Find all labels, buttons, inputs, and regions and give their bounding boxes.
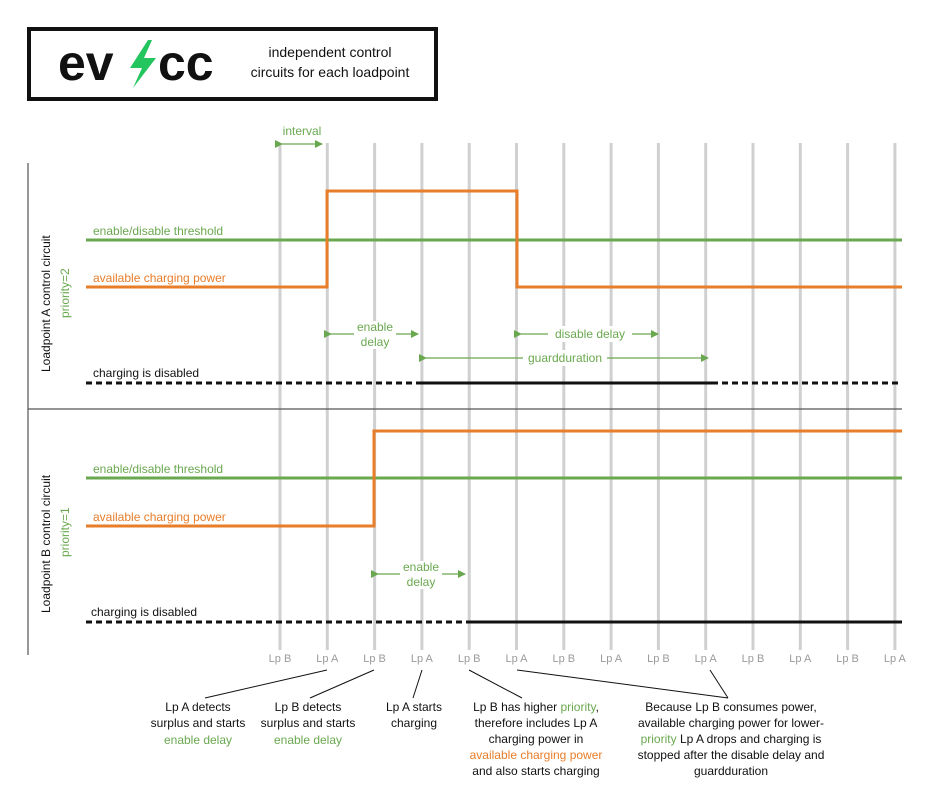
- note-4-comma: ,: [596, 700, 599, 714]
- note-5-line-5: guardduration: [694, 764, 768, 778]
- panel-a-power-line: [86, 189, 902, 289]
- note-2-line-3: enable delay: [274, 733, 342, 747]
- tick-label: Lp B: [742, 653, 765, 665]
- panel-b-enable-delay-1: enable: [403, 560, 439, 574]
- tick-label: Lp B: [552, 653, 575, 665]
- logo-ev: ev: [58, 35, 114, 91]
- note-2-line-1: Lp B detects: [275, 700, 342, 714]
- panel-a-guardduration-label: guardduration: [528, 351, 602, 365]
- note-5-line-2: available charging power for lower-: [638, 716, 824, 730]
- time-grid: [278, 143, 897, 650]
- callout-line-4: [468, 669, 523, 699]
- callout-line-2: [309, 669, 375, 699]
- callout-line-5b: [709, 669, 729, 699]
- note-4-line-5: and also starts charging: [472, 764, 599, 778]
- panel-b-charging-label: charging is disabled: [91, 605, 197, 619]
- note-4-line-2: therefore includes Lp A: [475, 716, 598, 730]
- panel-a-priority: priority=2: [58, 268, 72, 318]
- callout-line-5a: [516, 669, 729, 699]
- panel-a-title: Loadpoint A control circuit: [39, 235, 53, 372]
- tick-label: Lp B: [647, 653, 670, 665]
- note-4-line-3: charging power in: [489, 732, 584, 746]
- note-lp-b-detects: Lp B detects surplus and starts enable d…: [261, 700, 356, 747]
- lightning-bolt-icon: [130, 40, 156, 88]
- note-5-line-1: Because Lp B consumes power,: [645, 700, 816, 714]
- tick-label: Lp B: [458, 653, 481, 665]
- callout-line-3: [412, 669, 423, 699]
- tick-label: Lp A: [884, 653, 907, 665]
- tick-label: Lp B: [836, 653, 859, 665]
- panel-b-enable-delay-2: delay: [407, 575, 436, 589]
- panel-a-guardduration-bg: [523, 350, 607, 366]
- tick-label: Lp A: [695, 653, 718, 665]
- panel-a-enable-delay-2: delay: [361, 335, 390, 349]
- note-4-priority: priority: [560, 700, 596, 714]
- note-lp-a-detects: Lp A detects surplus and starts enable d…: [151, 700, 246, 747]
- logo-tagline-2: circuits for each loadpoint: [251, 64, 410, 80]
- tick-label: Lp B: [269, 653, 292, 665]
- logo-tagline-1: independent control: [269, 44, 392, 60]
- note-lp-b-consumes: Because Lp B consumes power, available c…: [638, 700, 825, 778]
- note-4-line-4: available charging power: [470, 748, 603, 762]
- panel-a-charging-label: charging is disabled: [93, 366, 199, 380]
- interval-label: interval: [283, 124, 322, 138]
- logo-cc: cc: [158, 35, 214, 91]
- tick-label: Lp A: [316, 653, 339, 665]
- panel-a-threshold-label: enable/disable threshold: [93, 224, 223, 238]
- tick-label: Lp A: [789, 653, 812, 665]
- note-3-line-2: charging: [391, 716, 437, 730]
- callout-line-1: [204, 669, 328, 699]
- panel-b-priority: priority=1: [58, 507, 72, 557]
- tick-label: Lp A: [411, 653, 434, 665]
- panel-a-enable-delay-bg: [354, 321, 396, 349]
- panel-b-enable-delay-bg: [400, 561, 442, 589]
- tick-label: Lp B: [363, 653, 386, 665]
- note-1-line-3: enable delay: [164, 733, 232, 747]
- note-4-text-a: Lp B has higher: [473, 700, 560, 714]
- note-5-line-4: stopped after the disable delay and: [638, 748, 825, 762]
- panel-b-threshold-label: enable/disable threshold: [93, 462, 223, 476]
- panel-b-power-label: available charging power: [93, 510, 226, 524]
- panel-a-disable-delay-bg: [548, 326, 632, 342]
- note-2-line-2: surplus and starts: [261, 716, 356, 730]
- note-lp-b-priority: Lp B has higher priority, therefore incl…: [470, 700, 603, 778]
- note-1-line-2: surplus and starts: [151, 716, 246, 730]
- note-3-line-1: Lp A starts: [386, 700, 442, 714]
- panel-b-title: Loadpoint B control circuit: [39, 474, 53, 613]
- tick-label: Lp A: [505, 653, 528, 665]
- note-lp-a-starts: Lp A starts charging: [386, 700, 442, 730]
- note-4-line-1: Lp B has higher priority,: [473, 700, 599, 714]
- note-5-line-3: priority Lp A drops and charging is: [641, 732, 822, 746]
- note-1-line-1: Lp A detects: [165, 700, 230, 714]
- panel-a-disable-delay-label: disable delay: [555, 327, 625, 341]
- logo-box: [27, 27, 438, 101]
- time-tick-labels: Lp B Lp A Lp B Lp A Lp B Lp A Lp B Lp A Lp B Lp A…: [269, 653, 907, 665]
- panel-b-power-line: [86, 429, 902, 528]
- note-5-text-b: Lp A drops and charging is: [677, 732, 822, 746]
- note-5-priority: priority: [641, 732, 677, 746]
- tick-label: Lp A: [600, 653, 623, 665]
- panel-a-power-label: available charging power: [93, 271, 226, 285]
- panel-a-enable-delay-1: enable: [357, 320, 393, 334]
